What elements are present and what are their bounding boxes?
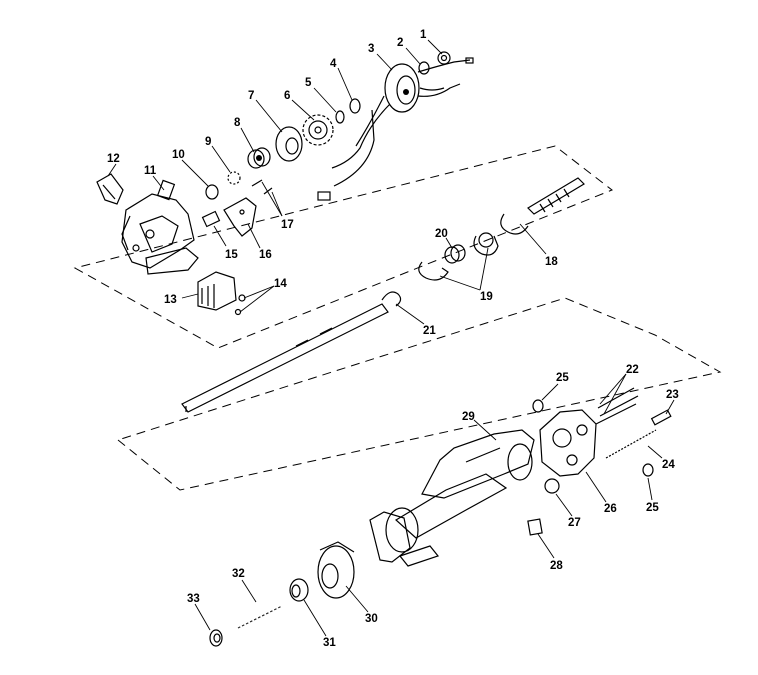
part-12-lever-knob: [96, 173, 124, 205]
part-19-clips: [418, 232, 499, 281]
part-31-bushing: [289, 578, 309, 602]
callout-1: 1: [420, 29, 427, 41]
callout-6: 6: [284, 90, 290, 102]
callout-20: 20: [435, 228, 448, 240]
callout-25b: 25: [646, 502, 659, 514]
part-28-nut: [527, 518, 543, 536]
lower-group-outline: [116, 297, 722, 491]
callout-31: 31: [323, 637, 336, 649]
part-22-bolts: [595, 387, 639, 425]
part-18-upper-shaft: [500, 177, 585, 235]
upper-group-outline: [73, 145, 613, 349]
callout-7: 7: [248, 90, 254, 102]
part-30-cap: [317, 541, 355, 599]
callout-10: 10: [172, 149, 185, 161]
callout-19: 19: [480, 291, 493, 303]
callout-8: 8: [234, 117, 241, 129]
part-5-washer: [335, 110, 345, 124]
part-1-nut: [437, 51, 451, 65]
leader-lines: [107, 39, 675, 637]
part-9-star-washer: [227, 171, 241, 185]
callout-18: 18: [545, 256, 558, 268]
callout-11: 11: [144, 165, 157, 177]
callout-24: 24: [662, 459, 675, 471]
callout-33: 33: [187, 593, 200, 605]
callout-26: 26: [604, 503, 617, 515]
part-10-ring: [205, 184, 219, 200]
callout-14: 14: [274, 278, 287, 290]
part-17-screws: [251, 179, 273, 195]
part-32-spring: [237, 605, 283, 629]
part-11-lock-housing: [121, 179, 199, 275]
part-16-bracket: [223, 197, 257, 237]
callout-16: 16: [259, 249, 272, 261]
part-3-switch-housing: [317, 57, 474, 201]
callout-21: 21: [423, 325, 436, 337]
callout-3: 3: [368, 43, 374, 55]
part-4-ring: [349, 98, 361, 114]
callout-27: 27: [568, 517, 581, 529]
part-21-lower-shaft: [181, 291, 402, 413]
callout-25a: 25: [556, 372, 569, 384]
part-25-pins: [532, 399, 654, 477]
part-26-cover: [539, 409, 597, 477]
part-8-bearing: [247, 147, 271, 169]
part-20-spring: [444, 244, 466, 264]
callout-12: 12: [107, 153, 120, 165]
callout-labels: 1 2 3 4 5 6 7 8 9 10 11 12 13 14 15 16 1…: [107, 29, 679, 649]
callout-2: 2: [397, 37, 403, 49]
callout-30: 30: [365, 613, 378, 625]
callout-9: 9: [205, 136, 211, 148]
part-15-actuator: [201, 210, 221, 228]
callout-5: 5: [305, 77, 312, 89]
part-13-switch: [197, 271, 237, 311]
callout-29: 29: [462, 411, 475, 423]
part-24-spring: [605, 429, 657, 459]
part-6-gear: [302, 114, 334, 146]
part-2-washer: [418, 61, 430, 75]
callout-32: 32: [232, 568, 245, 580]
callout-13: 13: [164, 294, 177, 306]
callout-28: 28: [550, 560, 563, 572]
part-7-disc: [275, 126, 303, 162]
part-23-pin: [650, 409, 672, 426]
part-27-bushing: [544, 478, 560, 494]
callout-15: 15: [225, 249, 238, 261]
callout-23: 23: [666, 389, 679, 401]
part-29-column-housing: [369, 429, 535, 567]
callout-17: 17: [281, 219, 294, 231]
callout-22: 22: [626, 364, 639, 376]
part-33-ring: [209, 629, 223, 647]
callout-4: 4: [330, 58, 337, 70]
